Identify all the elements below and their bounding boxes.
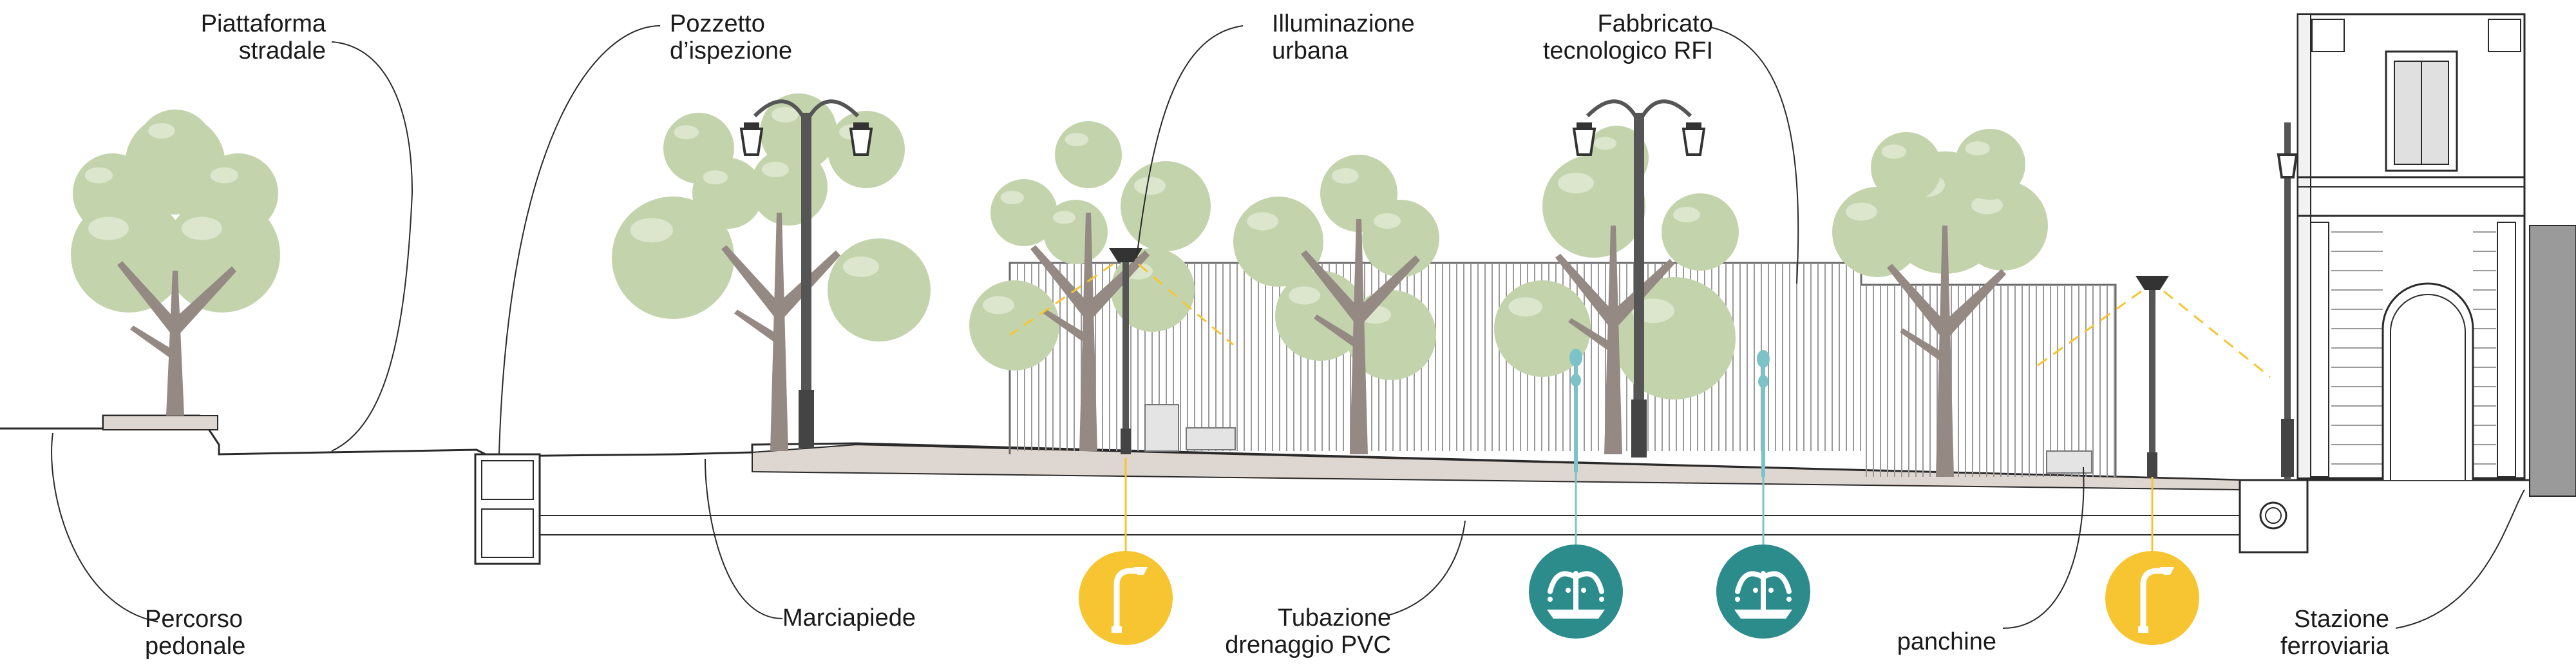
fountain-icon [1716,545,1810,639]
tree [612,93,931,451]
label-panchine: panchine [1897,628,1996,655]
double-street-lamp [739,99,873,448]
tree [1233,155,1439,454]
tree [1494,126,1739,454]
tree [1832,129,2048,477]
ground-profile [0,414,2531,491]
trees [71,93,2048,477]
street-lamps [739,99,2298,480]
tree-planter-left [102,415,218,430]
icon-connectors [1124,458,2154,553]
fountain-jets [1569,349,1770,477]
street-lamp-icon [1079,551,1173,645]
street-lamp-icon [2105,551,2199,645]
single-street-lamp [1109,248,1142,454]
bench [1144,404,2092,474]
tree [969,121,1211,451]
single-street-lamp [2136,276,2169,478]
inspection-well-right [2239,479,2309,554]
legend-icons [1079,545,2199,645]
tree [71,110,280,416]
light-cones [1009,263,2271,378]
fountain-icon [1529,545,1623,639]
drainage-pipe [540,515,2240,535]
label-marciapiede: Marciapiede [782,604,916,631]
inspection-well [474,453,541,565]
leader-lines [51,25,2525,629]
station-wall-dark [2529,225,2576,497]
double-street-lamp [1572,99,1706,458]
station-street-lamp [2277,122,2298,480]
railway-station [2297,13,2576,497]
